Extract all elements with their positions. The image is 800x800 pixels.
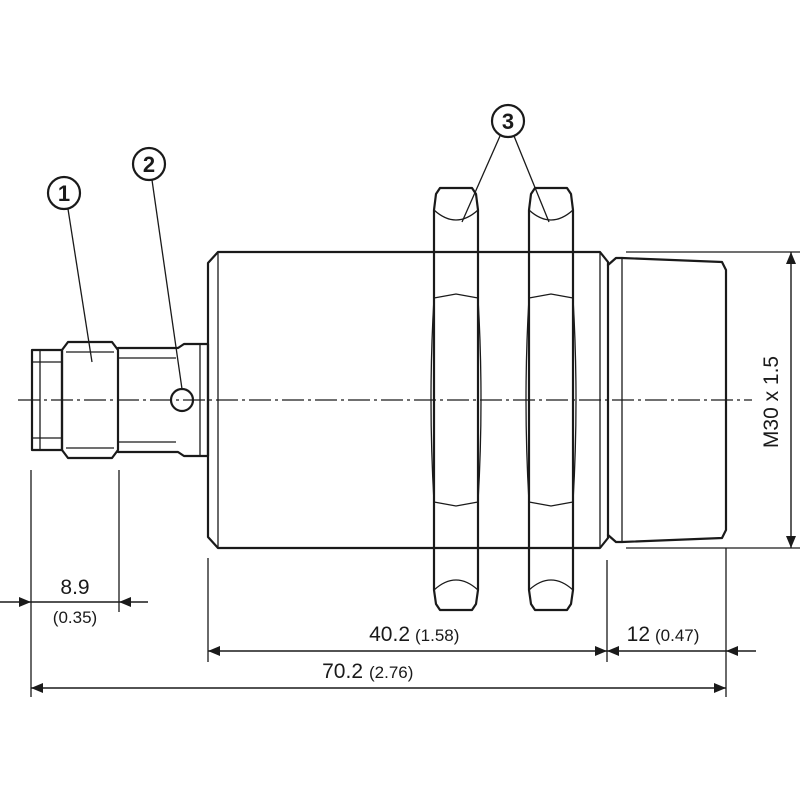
dimension-body-inch: (1.58) — [415, 626, 459, 645]
callout-3: 3 — [461, 103, 550, 223]
dimension-body-value: 40.2 — [369, 623, 410, 646]
sensor-body — [206, 250, 610, 550]
hex-nut-left — [430, 186, 482, 612]
callout-3-number: 3 — [502, 109, 514, 134]
callout-2: 2 — [131, 146, 183, 390]
dimension-face-value: 12 — [627, 623, 650, 646]
dimension-body: 40.2 (1.58) — [208, 623, 607, 656]
dimension-thread-value: M30 x 1.5 — [760, 356, 783, 448]
extension-lines — [30, 251, 800, 697]
dimension-connector-inch: (0.35) — [53, 608, 97, 627]
hex-nut-right — [525, 186, 577, 612]
svg-text:40.2: 40.2 — [369, 623, 410, 646]
dimension-overall-inch: (2.76) — [369, 663, 413, 682]
dimension-connector-value: 8.9 — [60, 576, 89, 599]
dimension-overall: 70.2 (2.76) — [31, 660, 726, 693]
dimension-overall-value: 70.2 — [322, 660, 363, 683]
callout-1-number: 1 — [58, 181, 70, 206]
callout-2-number: 2 — [143, 152, 155, 177]
dimension-connector: 8.9 (0.35) — [0, 576, 148, 627]
dimension-face: 12 (0.47) — [607, 623, 756, 656]
dimension-thread: M30 x 1.5 — [760, 252, 796, 548]
dimension-face-inch: (0.47) — [655, 626, 699, 645]
sensor-face-cap — [606, 256, 728, 544]
callout-1: 1 — [46, 175, 93, 363]
